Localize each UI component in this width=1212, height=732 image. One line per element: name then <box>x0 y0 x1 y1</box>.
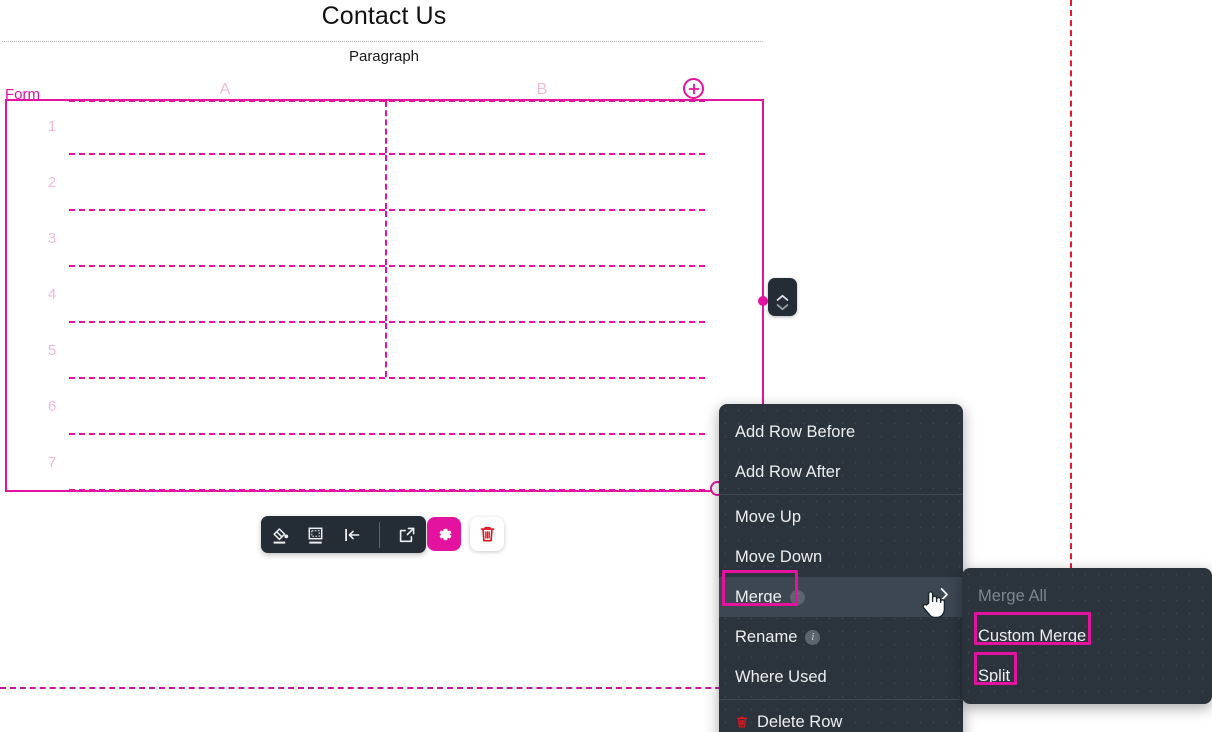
column-header-a[interactable]: A <box>219 81 231 98</box>
menu-divider <box>719 494 963 495</box>
page-title: Contact Us <box>321 2 447 30</box>
column-header-b[interactable]: B <box>536 81 548 98</box>
row-separator <box>69 209 705 211</box>
menu-item-merge[interactable]: Merge i <box>719 577 963 617</box>
submenu-item-custom-merge[interactable]: Custom Merge <box>962 616 1212 656</box>
menu-item-label: Merge <box>735 587 782 606</box>
submenu-item-split[interactable]: Split <box>962 656 1212 696</box>
column-divider <box>385 101 387 153</box>
menu-item-where-used[interactable]: Where Used <box>719 657 963 697</box>
column-divider <box>385 155 387 209</box>
menu-item-label: Rename <box>735 627 798 646</box>
merge-submenu[interactable]: Merge All Custom Merge Split <box>962 568 1212 704</box>
submenu-item-label: Merge All <box>978 586 1047 605</box>
row-number: 5 <box>47 342 57 359</box>
form-table[interactable]: 1 2 3 4 5 6 7 <box>5 99 764 492</box>
menu-item-label: Where Used <box>735 667 827 686</box>
submenu-item-merge-all: Merge All <box>962 576 1212 616</box>
row-separator <box>69 321 705 323</box>
row-separator <box>69 153 705 155</box>
menu-item-label: Delete Row <box>757 712 843 731</box>
element-toolbar[interactable] <box>261 516 426 553</box>
submenu-item-label: Custom Merge <box>978 626 1087 645</box>
gear-icon[interactable] <box>427 517 461 551</box>
menu-item-add-row-after[interactable]: Add Row After <box>719 452 963 492</box>
align-indent-icon[interactable] <box>341 524 363 546</box>
column-divider <box>385 267 387 321</box>
fill-color-icon[interactable] <box>269 524 291 546</box>
border-style-icon[interactable] <box>305 524 327 546</box>
chevron-up-icon[interactable] <box>776 289 789 301</box>
chevron-down-icon[interactable] <box>776 298 789 310</box>
row-number: 7 <box>47 454 57 471</box>
page-margin-guide-horizontal <box>0 687 761 689</box>
menu-item-label: Move Down <box>735 547 823 566</box>
menu-item-move-down[interactable]: Move Down <box>719 537 963 577</box>
menu-item-label: Add Row After <box>735 462 841 481</box>
menu-item-add-row-before[interactable]: Add Row Before <box>719 412 963 452</box>
menu-divider <box>719 699 963 700</box>
page-margin-guide-vertical <box>1070 0 1072 690</box>
row-separator <box>69 377 705 379</box>
section-divider <box>2 41 763 42</box>
toolbar-divider <box>379 521 380 548</box>
chevron-right-icon <box>940 587 949 607</box>
submenu-item-label: Split <box>978 666 1011 685</box>
menu-item-label: Add Row Before <box>735 422 856 441</box>
open-external-icon[interactable] <box>396 524 418 546</box>
info-icon[interactable]: i <box>805 629 821 645</box>
row-position-thumb[interactable] <box>758 296 768 306</box>
row-number: 2 <box>47 174 57 191</box>
column-divider <box>385 323 387 377</box>
menu-item-move-up[interactable]: Move Up <box>719 497 963 537</box>
row-separator <box>69 100 705 102</box>
menu-item-label: Move Up <box>735 507 802 526</box>
row-move-stepper[interactable] <box>768 278 797 316</box>
form-label: Form <box>5 86 40 103</box>
row-separator <box>69 433 705 435</box>
column-divider <box>385 211 387 265</box>
trash-icon[interactable] <box>470 517 504 551</box>
info-icon[interactable]: i <box>789 589 805 605</box>
row-number: 3 <box>47 230 57 247</box>
row-number: 4 <box>47 286 57 303</box>
menu-item-rename[interactable]: Rename i <box>719 617 963 657</box>
trash-icon <box>735 714 749 730</box>
row-separator <box>69 265 705 267</box>
row-number: 6 <box>47 398 57 415</box>
row-context-menu[interactable]: Add Row Before Add Row After Move Up Mov… <box>719 404 963 732</box>
paragraph-block-label: Paragraph <box>348 48 420 65</box>
plus-circle-icon[interactable] <box>683 78 704 99</box>
row-number: 1 <box>47 118 57 135</box>
row-separator <box>69 489 705 491</box>
menu-item-delete-row[interactable]: Delete Row <box>719 702 963 732</box>
